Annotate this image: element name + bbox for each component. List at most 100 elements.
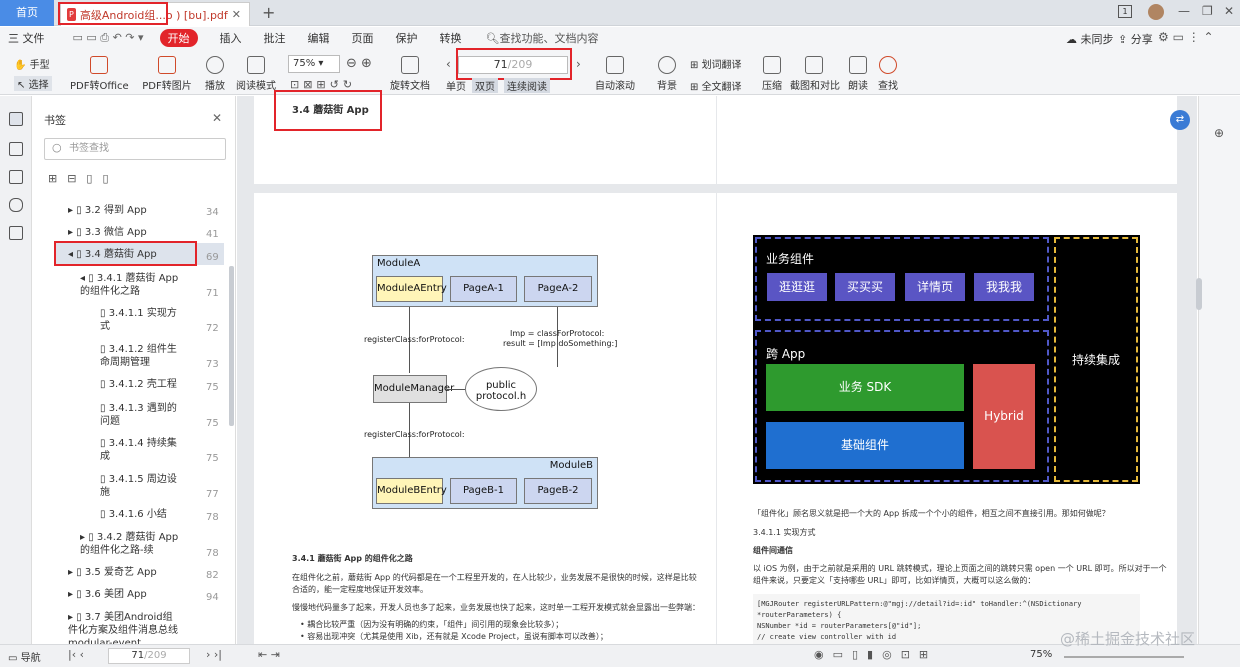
prev-page-icon[interactable]: ‹ — [446, 57, 451, 71]
business-label: 业务组件 — [766, 252, 815, 266]
background-button[interactable]: 背景 — [654, 56, 680, 92]
left-icon-strip — [0, 96, 32, 644]
page-count-icon[interactable]: 1 — [1118, 5, 1132, 18]
zoom-select[interactable]: 75% ▾ — [288, 55, 340, 73]
bookmark-label: 3.3 微信 App — [84, 227, 147, 238]
module-a-entry: ModuleAEntry — [376, 276, 447, 302]
bookmark-label: 3.7 美团Android组件化方案及组件消息总线modular-event — [68, 612, 178, 649]
imp-label: Imp = classForProtocol: — [510, 329, 605, 338]
status-page-input[interactable]: 71/209 — [108, 648, 190, 664]
status-zoom[interactable]: 75% — [1030, 649, 1053, 660]
bookmark-item[interactable]: ▯ 3.4.1.6 小结 — [100, 509, 167, 520]
zoom-value: 75% — [293, 58, 316, 69]
status-bar — [0, 644, 1240, 667]
floating-tool-button[interactable]: ⇄ — [1170, 110, 1190, 130]
zoom-slider[interactable] — [1064, 656, 1184, 658]
ci-label: 持续集成 — [1071, 353, 1120, 367]
close-icon[interactable]: ✕ — [231, 8, 241, 21]
pdf-to-image-button[interactable]: PDF转图片 — [142, 56, 192, 92]
search-icon: 🔍︎ — [485, 32, 500, 45]
bookmark-action-icons[interactable]: ⊞⊟▯▯ — [48, 172, 119, 185]
select-tool[interactable]: ↖ 选择 — [14, 76, 52, 91]
menu-file[interactable]: 三 文件 — [8, 32, 45, 45]
navigation-button[interactable]: ▭ 导航 — [8, 649, 41, 664]
play-button[interactable]: 播放 — [202, 56, 228, 92]
word-translate-button[interactable]: ⊞ 划词翻译 — [690, 56, 742, 71]
menu-page[interactable]: 页面 — [351, 32, 374, 45]
compress-icon — [763, 56, 781, 74]
auto-scroll-button[interactable]: 自动滚动 — [594, 56, 636, 92]
tab-document[interactable]: P 高级Android组...o ) [bu].pdf ✕ — [60, 2, 250, 26]
bookmark-item[interactable]: ▯ 3.4.1.1 实现方式 — [100, 308, 177, 332]
component-button: 买买买 — [835, 273, 895, 301]
share-button[interactable]: ⇪ 分享 — [1118, 31, 1153, 47]
bookmark-page: 72 — [206, 323, 219, 334]
bookmark-item[interactable]: ▯ 3.4.1.3 遇到的问题 — [100, 403, 177, 427]
first-prev-icons[interactable]: |‹ ‹ — [68, 648, 85, 661]
thumbnail-icon[interactable] — [9, 142, 23, 156]
more-icons[interactable]: ⚙ ▭ ⋮ ⌃ — [1158, 30, 1214, 44]
screenshot-compare-button[interactable]: 截图和对比 — [790, 56, 840, 92]
close-window-icon[interactable]: ✕ — [1224, 4, 1235, 18]
bookmark-item[interactable]: ▸ ▯ 3.3 微信 App — [68, 227, 147, 238]
paragraph-line: 慢慢地代码量多了起来，开发人员也多了起来，业务发展也快了起来，这时单一工程开发模… — [292, 603, 700, 612]
compress-button[interactable]: 压缩 — [760, 56, 784, 92]
bookmark-scrollbar[interactable] — [229, 266, 234, 426]
bookmark-item[interactable]: ▸ ▯ 3.5 爱奇艺 App — [68, 567, 157, 578]
menu-protect[interactable]: 保护 — [395, 32, 418, 45]
next-page-icon[interactable]: › — [576, 57, 581, 71]
close-panel-icon[interactable]: ✕ — [212, 111, 223, 125]
hand-icon: ✋ — [14, 60, 27, 71]
bookmark-icon[interactable] — [9, 112, 23, 126]
avatar[interactable] — [1148, 4, 1164, 20]
zoom-icons[interactable]: ⊖ ⊕ — [346, 56, 372, 71]
bookmark-item[interactable]: ▯ 3.4.1.2 组件生命周期管理 — [100, 344, 177, 368]
quick-tools-icon[interactable]: ▭ ▭ ⎙ ↶ ↷ ▾ — [72, 31, 144, 44]
double-page-button[interactable]: 双页 — [472, 78, 498, 93]
find-button[interactable]: 查找 — [876, 56, 900, 92]
new-tab-icon[interactable]: + — [262, 3, 276, 22]
bookmark-item[interactable]: ▯ 3.4.1.5 周边设施 — [100, 474, 177, 498]
search-function[interactable]: 🔍︎查找功能、文档内容 — [486, 30, 599, 46]
back-forward-icons[interactable]: ⇤ ⇥ — [258, 648, 280, 661]
compress-label: 压缩 — [762, 81, 782, 92]
minimize-icon[interactable]: — — [1178, 4, 1190, 18]
continuous-read-button[interactable]: 连续阅读 — [504, 78, 550, 93]
sync-status[interactable]: ☁ 未同步 — [1066, 31, 1114, 47]
read-aloud-button[interactable]: 朗读 — [846, 56, 870, 92]
menu-convert[interactable]: 转换 — [439, 32, 462, 45]
bookmark-item[interactable]: ▸ ▯ 3.6 美团 App — [68, 589, 147, 600]
view-mode-icons[interactable]: ◉▭▯▮◎⊡⊞ — [814, 648, 938, 661]
find-label: 查找 — [878, 81, 898, 92]
bookmark-item[interactable]: ▯ 3.4.1.4 持续集成 — [100, 438, 177, 462]
rotate-button[interactable]: 旋转文档 — [390, 56, 430, 92]
menu-start[interactable]: 开始 — [159, 29, 198, 47]
bookmark-item[interactable]: ▸ ▯ 3.7 美团Android组件化方案及组件消息总线modular-eve… — [68, 611, 178, 649]
single-page-button[interactable]: 单页 — [446, 82, 466, 93]
bookmark-item[interactable]: ▸ ▯ 3.4.2 蘑菇街 App 的组件化之路-续 — [80, 532, 179, 556]
page-number-input[interactable]: 71/209 — [458, 56, 568, 74]
menu-edit[interactable]: 编辑 — [307, 32, 330, 45]
menu-insert[interactable]: 插入 — [219, 32, 242, 45]
comment-icon[interactable] — [9, 170, 23, 184]
bookmark-item[interactable]: ▸ ▯ 3.2 得到 App — [68, 205, 147, 216]
read-mode-button[interactable]: 阅读模式 — [236, 56, 276, 92]
bookmark-page: 78 — [206, 548, 219, 559]
view-fit-icons[interactable]: ⊡⊠⊞↺↻ — [290, 78, 357, 91]
bookmark-search-input[interactable]: 书签查找 — [44, 138, 226, 160]
bookmark-item-selected[interactable]: ◂ ▯ 3.4 蘑菇街 App — [68, 249, 157, 260]
signature-icon[interactable] — [9, 226, 23, 240]
bookmark-item[interactable]: ▯ 3.4.1.2 壳工程 — [100, 379, 177, 390]
bullet-item: • 容易出现冲突（尤其是使用 Xib，还有就是 Xcode Project，虽说… — [300, 632, 608, 641]
document-scrollbar[interactable] — [1196, 278, 1202, 310]
full-translate-button[interactable]: ⊞ 全文翻译 — [690, 78, 742, 93]
bookmark-item[interactable]: ◂ ▯ 3.4.1 蘑菇街 App 的组件化之路 — [80, 273, 179, 297]
pdf-to-office-button[interactable]: PDF转Office — [70, 56, 129, 92]
zoom-icon[interactable]: ⊕ — [1214, 126, 1225, 140]
next-last-icons[interactable]: › ›| — [206, 648, 223, 661]
menu-comment[interactable]: 批注 — [263, 32, 286, 45]
tab-home[interactable]: 首页 — [0, 0, 54, 26]
attachment-icon[interactable] — [9, 198, 23, 212]
restore-icon[interactable]: ❐ — [1202, 4, 1213, 18]
hand-tool[interactable]: ✋ 手型 — [14, 56, 50, 71]
